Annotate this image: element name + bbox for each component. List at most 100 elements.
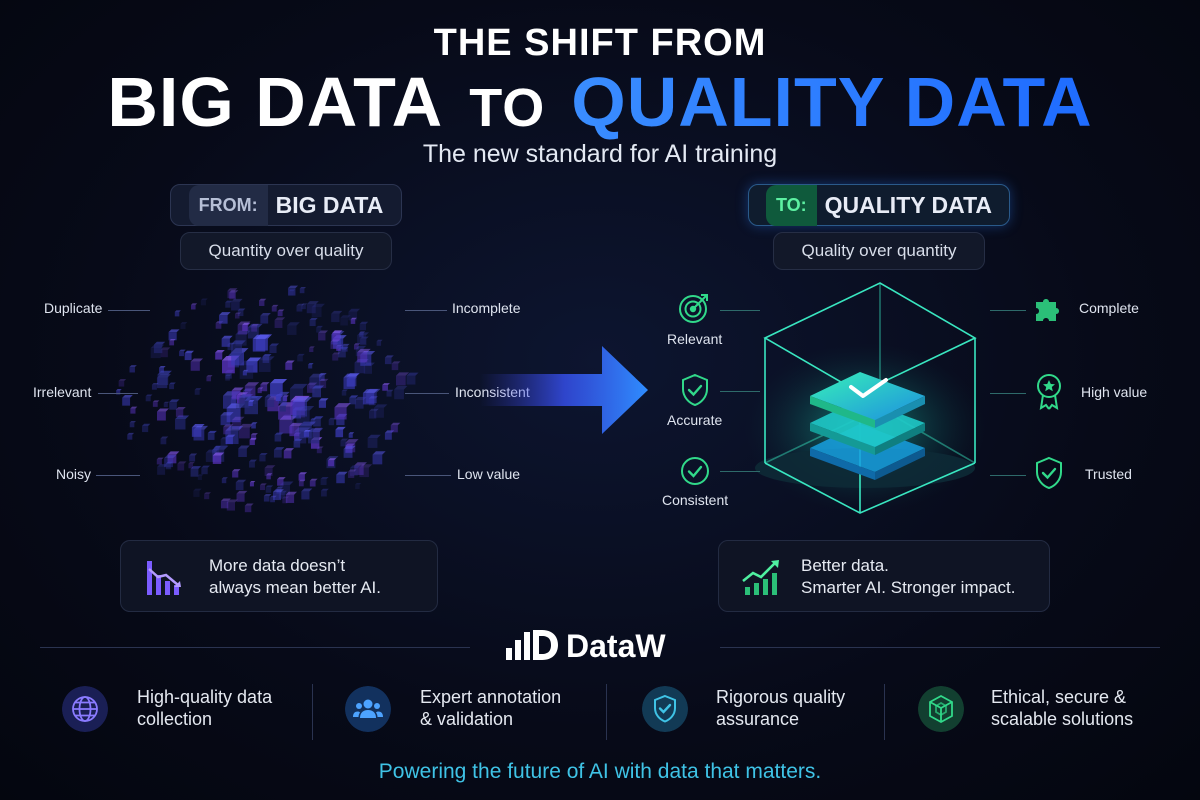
data-cube bbox=[231, 340, 246, 356]
data-cube bbox=[271, 304, 279, 312]
from-subtitle-pill: Quantity over quality bbox=[180, 232, 392, 270]
data-cube bbox=[180, 322, 188, 329]
data-cube bbox=[263, 494, 272, 502]
data-cube bbox=[225, 434, 236, 445]
label-complete: Complete bbox=[1079, 300, 1139, 316]
leader-line bbox=[405, 310, 447, 311]
quality-data-cube bbox=[745, 282, 985, 514]
data-cube bbox=[204, 492, 211, 500]
data-cube bbox=[220, 412, 234, 426]
data-cube bbox=[349, 465, 361, 476]
data-cube bbox=[299, 286, 307, 294]
feature-line: Ethical, secure & bbox=[991, 687, 1127, 707]
data-cube bbox=[341, 389, 348, 396]
data-cube bbox=[298, 472, 308, 481]
from-note-line2: always mean better AI. bbox=[209, 578, 381, 597]
to-note-box: Better data. Smarter AI. Stronger impact… bbox=[718, 540, 1050, 612]
data-cube bbox=[160, 347, 171, 358]
award-medal-icon bbox=[1037, 374, 1061, 410]
cube-network-icon bbox=[918, 686, 964, 732]
from-prefix: FROM: bbox=[188, 184, 268, 226]
feature-separator bbox=[884, 684, 885, 740]
data-cube bbox=[296, 303, 305, 312]
data-cube bbox=[265, 485, 274, 493]
data-cube bbox=[249, 480, 256, 487]
leader-line bbox=[405, 393, 449, 394]
data-cube bbox=[384, 430, 395, 440]
data-cube bbox=[316, 325, 323, 333]
data-cube bbox=[354, 462, 367, 475]
data-cube bbox=[328, 458, 337, 467]
data-cube bbox=[179, 349, 186, 357]
data-cube bbox=[279, 481, 294, 496]
data-cube bbox=[165, 461, 174, 470]
feature-line: Rigorous quality bbox=[716, 687, 846, 707]
leader-line bbox=[96, 475, 140, 476]
divider bbox=[720, 647, 1160, 648]
data-cube bbox=[130, 406, 138, 414]
data-cube bbox=[334, 403, 351, 420]
feature-separator bbox=[606, 684, 607, 740]
data-cube bbox=[260, 483, 267, 491]
data-cube bbox=[285, 360, 295, 370]
data-cube bbox=[348, 308, 361, 321]
to-pill: TO: QUALITY DATA bbox=[748, 184, 1010, 226]
data-cube bbox=[145, 394, 153, 402]
leader-line bbox=[108, 310, 150, 311]
to-subtitle-pill: Quality over quantity bbox=[773, 232, 985, 270]
data-cube bbox=[234, 312, 242, 319]
data-cube bbox=[212, 452, 225, 464]
data-cube bbox=[219, 312, 231, 324]
data-cube bbox=[382, 383, 390, 391]
globe-icon bbox=[62, 686, 108, 732]
data-cube bbox=[250, 396, 259, 405]
data-cube bbox=[168, 329, 180, 341]
headline-top: THE SHIFT FROM bbox=[433, 22, 767, 64]
data-cube bbox=[308, 363, 314, 369]
data-cube bbox=[169, 382, 176, 390]
leader-line bbox=[990, 393, 1026, 394]
data-cube bbox=[118, 379, 127, 387]
from-pill: FROM: BIG DATA bbox=[170, 184, 402, 226]
data-cube bbox=[336, 471, 348, 484]
data-cube bbox=[190, 466, 202, 477]
data-cube bbox=[184, 350, 194, 361]
transition-arrow-icon bbox=[480, 346, 648, 434]
data-cube bbox=[206, 375, 213, 382]
data-cube bbox=[235, 479, 247, 491]
data-cube bbox=[350, 317, 357, 324]
data-cube bbox=[372, 451, 386, 465]
target-icon bbox=[679, 294, 708, 323]
label-irrelevant: Irrelevant bbox=[33, 384, 92, 400]
data-cube bbox=[194, 388, 202, 395]
data-cube bbox=[362, 389, 379, 405]
label-accurate: Accurate bbox=[667, 412, 723, 428]
data-cube bbox=[272, 489, 284, 501]
leader-line bbox=[990, 475, 1026, 476]
data-cube bbox=[231, 387, 244, 400]
data-cube bbox=[221, 477, 228, 484]
data-cube bbox=[309, 317, 318, 327]
data-cube bbox=[122, 395, 133, 406]
data-cube bbox=[205, 449, 219, 462]
data-cube bbox=[293, 438, 303, 448]
label-trusted: Trusted bbox=[1085, 466, 1132, 482]
data-cube bbox=[189, 453, 198, 462]
data-cube bbox=[357, 332, 369, 345]
label-duplicate: Duplicate bbox=[44, 300, 103, 316]
data-cube bbox=[165, 461, 173, 469]
data-cube bbox=[157, 370, 172, 386]
tagline: Powering the future of AI with data that… bbox=[378, 760, 822, 783]
headline-subtitle: The new standard for AI training bbox=[422, 140, 778, 168]
leader-line bbox=[720, 391, 760, 392]
data-cube bbox=[238, 445, 250, 458]
leader-line bbox=[405, 475, 451, 476]
data-cube bbox=[301, 303, 308, 310]
data-cube bbox=[283, 448, 295, 459]
data-cube bbox=[332, 343, 339, 349]
data-cube bbox=[156, 408, 169, 421]
data-cube bbox=[394, 386, 408, 400]
data-cube bbox=[355, 345, 367, 357]
data-cube bbox=[221, 335, 233, 347]
to-prefix: TO: bbox=[765, 184, 817, 226]
